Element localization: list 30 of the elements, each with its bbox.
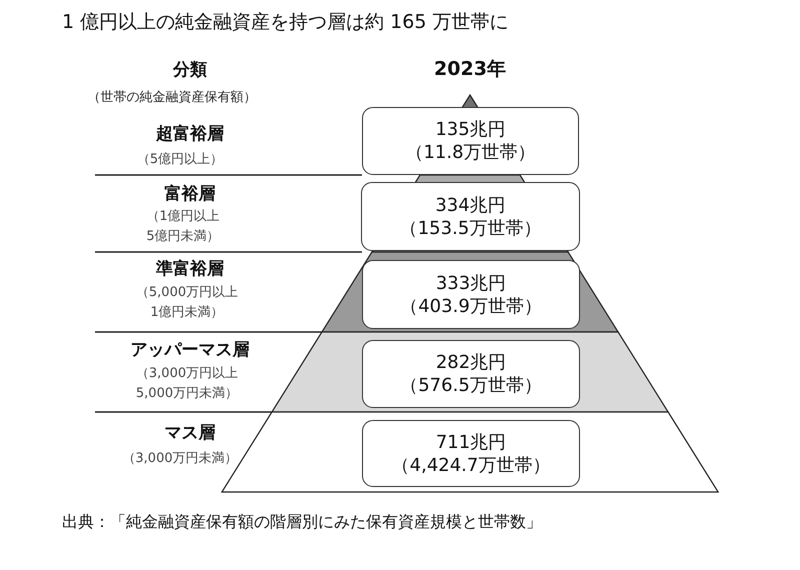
tier-range: （3,000万円未満） [122, 450, 238, 468]
value-box [362, 340, 580, 408]
tier-range: （1億円以上5億円未満） [145, 208, 221, 246]
amount-text: 711兆円 [436, 430, 506, 454]
year-heading: 2023年 [434, 58, 506, 80]
tier-range: （5,000万円以上1億円未満） [135, 284, 239, 322]
tier-name: 超富裕層 [156, 123, 224, 145]
amount-text: 334兆円 [435, 194, 506, 216]
amount-text: 333兆円 [436, 272, 506, 294]
amount-text: 282兆円 [436, 351, 506, 374]
tier-range: （3,000万円以上5,000万円未満） [135, 365, 239, 403]
column-subheading: （世帯の純金融資産保有額） [88, 89, 256, 107]
household-count-text: （11.8万世帯） [405, 141, 536, 164]
value-box [362, 420, 580, 487]
chart-title: 1 億円以上の純金融資産を持つ層は約 165 万世帯に [62, 10, 508, 35]
household-count-text: （4,424.7万世帯） [392, 454, 550, 476]
tier-range: （5億円以上） [136, 151, 224, 169]
value-box [361, 182, 580, 251]
amount-text: 135兆円 [435, 118, 506, 141]
tier-name: アッパーマス層 [130, 339, 250, 361]
household-count-text: （576.5万世帯） [400, 374, 542, 397]
value-box [362, 260, 580, 329]
source-note: 出典：「純金融資産保有額の階層別にみた保有資産規模と世帯数」 [62, 511, 543, 533]
household-count-text: （403.9万世帯） [400, 294, 542, 318]
value-box [362, 107, 579, 175]
tier-name: 準富裕層 [156, 258, 224, 280]
household-count-text: （153.5万世帯） [400, 216, 542, 240]
tier-name: 富裕層 [164, 183, 216, 205]
tier-name: マス層 [164, 422, 216, 444]
column-heading: 分類 [173, 59, 207, 81]
